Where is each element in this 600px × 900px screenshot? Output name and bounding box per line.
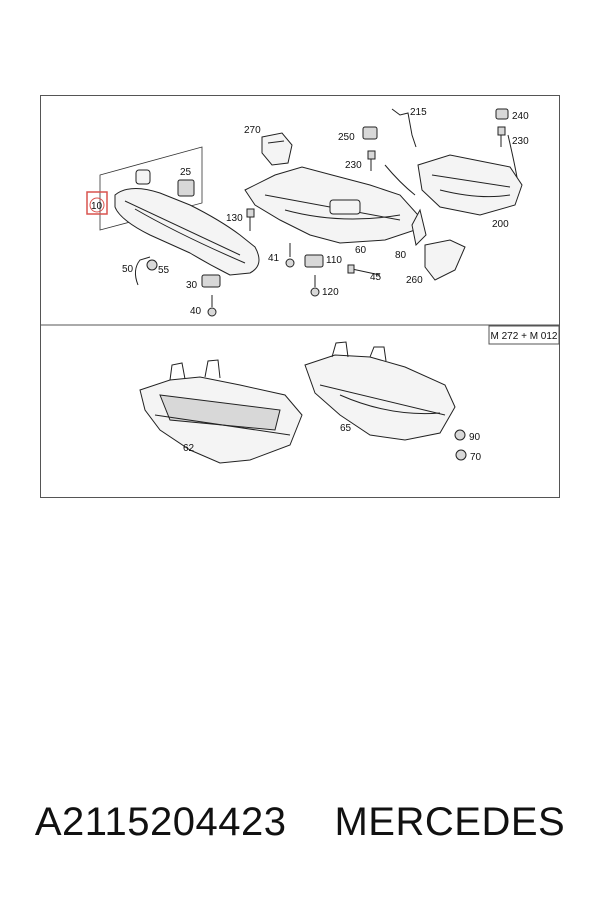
highlight-circle-10 bbox=[89, 197, 105, 213]
label-65: 65 bbox=[340, 423, 352, 434]
label-110: 110 bbox=[326, 255, 342, 266]
part-250-clip bbox=[362, 126, 378, 140]
label-230-a: 230 bbox=[345, 160, 362, 171]
part-50-bracket bbox=[134, 256, 158, 286]
label-230-b: 230 bbox=[512, 136, 529, 147]
arrow-to-200 bbox=[384, 164, 416, 196]
frame-border bbox=[40, 95, 560, 498]
part-65-undershield-variant bbox=[304, 341, 456, 441]
caption: A2115204423 MERCEDES bbox=[0, 800, 600, 845]
label-62: 62 bbox=[183, 443, 195, 454]
label-200: 200 bbox=[492, 219, 509, 230]
part-130-screw bbox=[246, 208, 255, 231]
part-60-center-shield bbox=[244, 166, 419, 244]
label-55: 55 bbox=[158, 265, 170, 276]
part-260-side-panel bbox=[424, 239, 466, 281]
brand-name: MERCEDES bbox=[334, 800, 566, 844]
label-80: 80 bbox=[395, 250, 407, 261]
label-40: 40 bbox=[190, 306, 202, 317]
label-240: 240 bbox=[512, 111, 529, 122]
label-270: 270 bbox=[244, 125, 261, 136]
label-130: 130 bbox=[226, 213, 243, 224]
part-110-clip bbox=[304, 254, 324, 268]
part-number: A2115204423 bbox=[34, 800, 287, 844]
part-41-screw bbox=[285, 243, 295, 268]
part-230-screw-a bbox=[367, 150, 376, 171]
parts-diagram: M 272 + M 012 10 25 50 55 30 40 130 bbox=[40, 95, 560, 498]
highlight-box-10 bbox=[86, 191, 108, 215]
label-30: 30 bbox=[186, 280, 198, 291]
part-70-nut bbox=[455, 449, 467, 461]
part-120-screw bbox=[310, 275, 320, 297]
label-90: 90 bbox=[469, 432, 481, 443]
label-10: 10 bbox=[91, 201, 103, 212]
part-90-clip bbox=[454, 429, 466, 441]
label-45: 45 bbox=[370, 272, 382, 283]
label-50: 50 bbox=[122, 264, 134, 275]
part-40-screw bbox=[207, 295, 217, 317]
part-25-clip bbox=[135, 169, 195, 197]
engine-label-box bbox=[488, 325, 560, 345]
part-230-screw-b bbox=[497, 126, 506, 147]
label-60: 60 bbox=[355, 245, 367, 256]
engine-label: M 272 + M 012 bbox=[491, 331, 558, 342]
exploded-view-drawing: M 272 + M 012 10 25 50 55 30 40 130 bbox=[40, 95, 560, 498]
part-200-right-shield bbox=[417, 154, 523, 216]
part-45-bolt bbox=[347, 264, 381, 276]
label-215: 215 bbox=[410, 107, 427, 118]
label-25: 25 bbox=[180, 167, 192, 178]
label-260: 260 bbox=[406, 275, 423, 286]
part-10-shield bbox=[114, 188, 260, 276]
label-120: 120 bbox=[322, 287, 339, 298]
label-250: 250 bbox=[338, 132, 355, 143]
part-270-bracket bbox=[261, 132, 293, 166]
label-70: 70 bbox=[470, 452, 482, 463]
label-41: 41 bbox=[268, 253, 280, 264]
part-80-bracket bbox=[411, 208, 427, 247]
part-215-bracket bbox=[391, 108, 417, 148]
part-62-undershield-variant bbox=[139, 359, 303, 464]
part-240-clip bbox=[495, 108, 509, 120]
part-30-clip bbox=[201, 274, 221, 288]
